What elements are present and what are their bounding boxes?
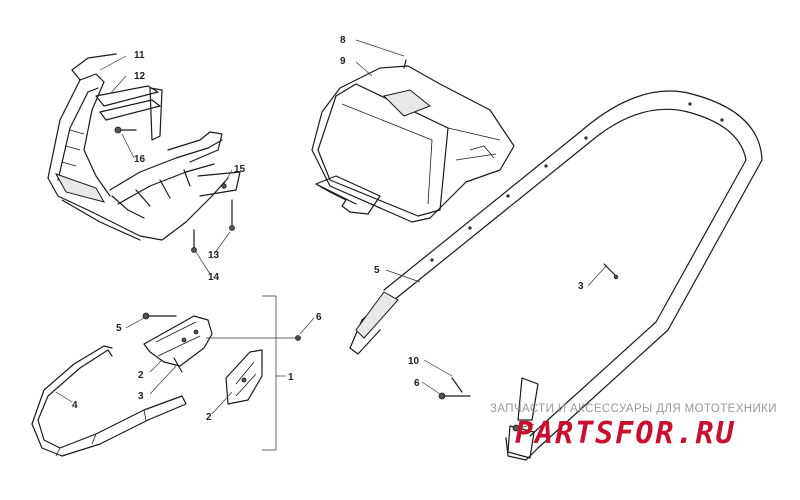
group-bracket-1 <box>262 295 277 451</box>
rail-holes <box>430 102 724 262</box>
bolt-5 <box>142 312 177 320</box>
callout-11: 9 <box>340 56 346 67</box>
watermark-tagline: ЗАПЧАСТИ И АКСЕССУАРЫ ДЛЯ МОТОТЕХНИКИ <box>490 403 777 415</box>
pin-12 <box>451 377 463 393</box>
callout-2-upper: 2 <box>138 370 144 381</box>
callout-10: 8 <box>340 35 346 46</box>
callout-16: 14 <box>208 272 220 283</box>
callout-14: 12 <box>134 71 146 82</box>
pin-3-left <box>173 357 183 373</box>
callout-13: 11 <box>134 50 145 61</box>
callout-8: 6 <box>414 378 420 389</box>
callout-2-lower: 2 <box>206 412 212 423</box>
bolt-15 <box>229 199 235 231</box>
front-bumper-assembly <box>47 53 241 241</box>
callout-12: 10 <box>408 356 420 367</box>
callout-6: 6 <box>316 312 322 323</box>
rear-bumper-tube <box>31 345 187 457</box>
nut-9 <box>512 424 520 432</box>
callout-1: 1 <box>288 372 294 383</box>
callout-9: 7 <box>544 420 550 431</box>
callout-3-right: 3 <box>578 281 584 292</box>
callout-3-left: 3 <box>138 391 144 402</box>
bolt-18 <box>114 126 137 134</box>
watermark-logo: PARTSFOR.RU <box>515 416 736 451</box>
callout-5-label: 5 <box>116 323 122 334</box>
callout-17: 15 <box>234 164 246 175</box>
callout-18: 16 <box>134 154 146 165</box>
bolt-8 <box>438 392 471 400</box>
callouts: 11 12 16 15 13 14 8 9 5 3 10 6 7 5 6 1 2… <box>72 35 584 431</box>
bracket-2-upper <box>143 315 213 367</box>
storage-bag <box>311 59 515 223</box>
callout-7: 5 <box>374 265 380 276</box>
bracket-2-lower <box>225 349 263 405</box>
leader-lines <box>55 39 607 429</box>
rail-loop <box>349 90 763 461</box>
callout-4: 4 <box>72 400 78 411</box>
bracket-17 <box>221 183 227 189</box>
bolt-16 <box>191 229 197 253</box>
callout-15: 13 <box>208 250 220 261</box>
